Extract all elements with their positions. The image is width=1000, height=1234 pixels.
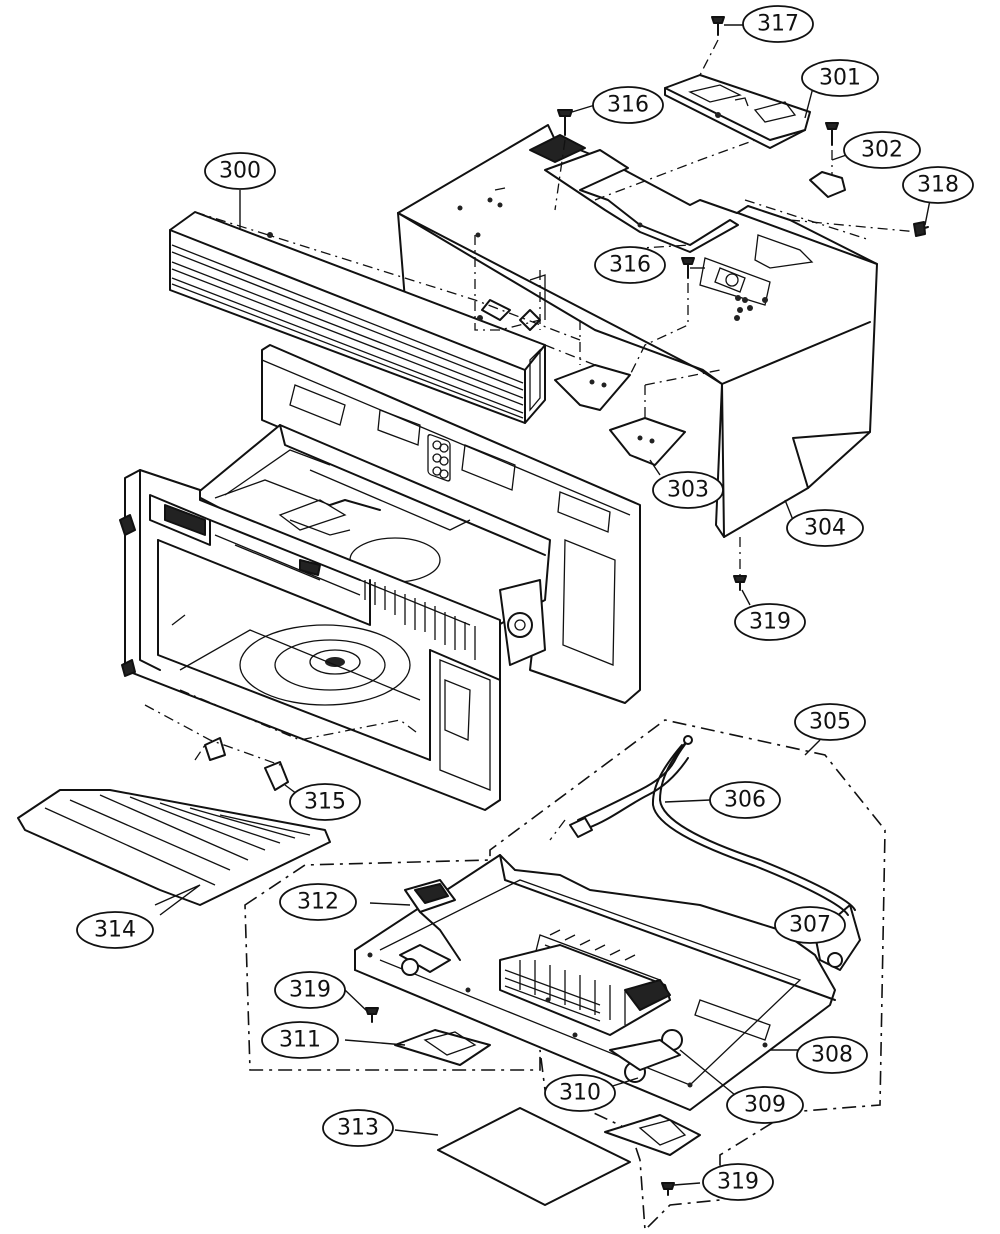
callout-label: 309: [744, 1093, 786, 1118]
callout-label: 307: [789, 913, 831, 938]
assembly-lines: [144, 39, 919, 841]
callout-label: 311: [279, 1028, 321, 1053]
callout-label: 305: [809, 710, 851, 735]
callout-319-right: 319: [734, 603, 806, 641]
callout-315: 315: [289, 783, 361, 821]
callout-label: 312: [297, 890, 339, 915]
callout-label: 314: [94, 918, 136, 943]
callout-313: 313: [322, 1109, 394, 1147]
callout-label: 300: [219, 159, 261, 184]
callout-309: 309: [726, 1086, 804, 1124]
callout-label: 319: [749, 610, 791, 635]
callout-302: 302: [843, 131, 921, 169]
callout-312: 312: [279, 883, 357, 921]
callout-304: 304: [786, 509, 864, 547]
small-clips-drawing: [204, 737, 289, 791]
callout-label: 306: [724, 788, 766, 813]
callout-label: 319: [717, 1170, 759, 1195]
callout-label: 303: [667, 478, 709, 503]
oven-chassis-drawing: [194, 344, 641, 704]
callout-319-left: 319: [274, 971, 346, 1009]
charcoal-filter-drawing: [437, 1107, 631, 1206]
callout-316-top: 316: [592, 86, 664, 124]
callout-318: 318: [902, 166, 974, 204]
top-parts-drawing: [554, 16, 929, 591]
callout-319-bottom: 319: [702, 1163, 774, 1201]
callout-307: 307: [774, 906, 846, 944]
callout-317: 317: [742, 5, 814, 43]
outer-case-drawing: [397, 124, 878, 538]
callout-316-mid: 316: [594, 246, 666, 284]
callout-311: 311: [261, 1021, 339, 1059]
vent-grille-drawing: [169, 211, 546, 424]
wire-harness-drawing: [569, 735, 856, 916]
callout-label: 301: [819, 66, 861, 91]
front-frame-drawing: [119, 469, 501, 811]
oven-rack-drawing: [17, 789, 331, 906]
callout-label: 318: [917, 173, 959, 198]
callout-314: 314: [76, 911, 154, 949]
callout-label: 308: [811, 1043, 853, 1068]
callout-label: 316: [609, 253, 651, 278]
callout-label: 302: [861, 138, 903, 163]
callout-label: 304: [804, 516, 846, 541]
callout-label: 317: [757, 12, 799, 37]
callout-label: 313: [337, 1116, 379, 1141]
callout-label: 310: [559, 1081, 601, 1106]
callout-300: 300: [204, 152, 276, 190]
callout-301: 301: [801, 59, 879, 97]
callout-306: 306: [709, 781, 781, 819]
callout-label: 316: [607, 93, 649, 118]
callout-305: 305: [794, 703, 866, 741]
base-assembly-drawing: [244, 719, 886, 1232]
callout-303: 303: [652, 471, 724, 509]
callout-label: 319: [289, 978, 331, 1003]
callout-310: 310: [544, 1074, 616, 1112]
callout-label: 315: [304, 790, 346, 815]
callout-308: 308: [796, 1036, 868, 1074]
